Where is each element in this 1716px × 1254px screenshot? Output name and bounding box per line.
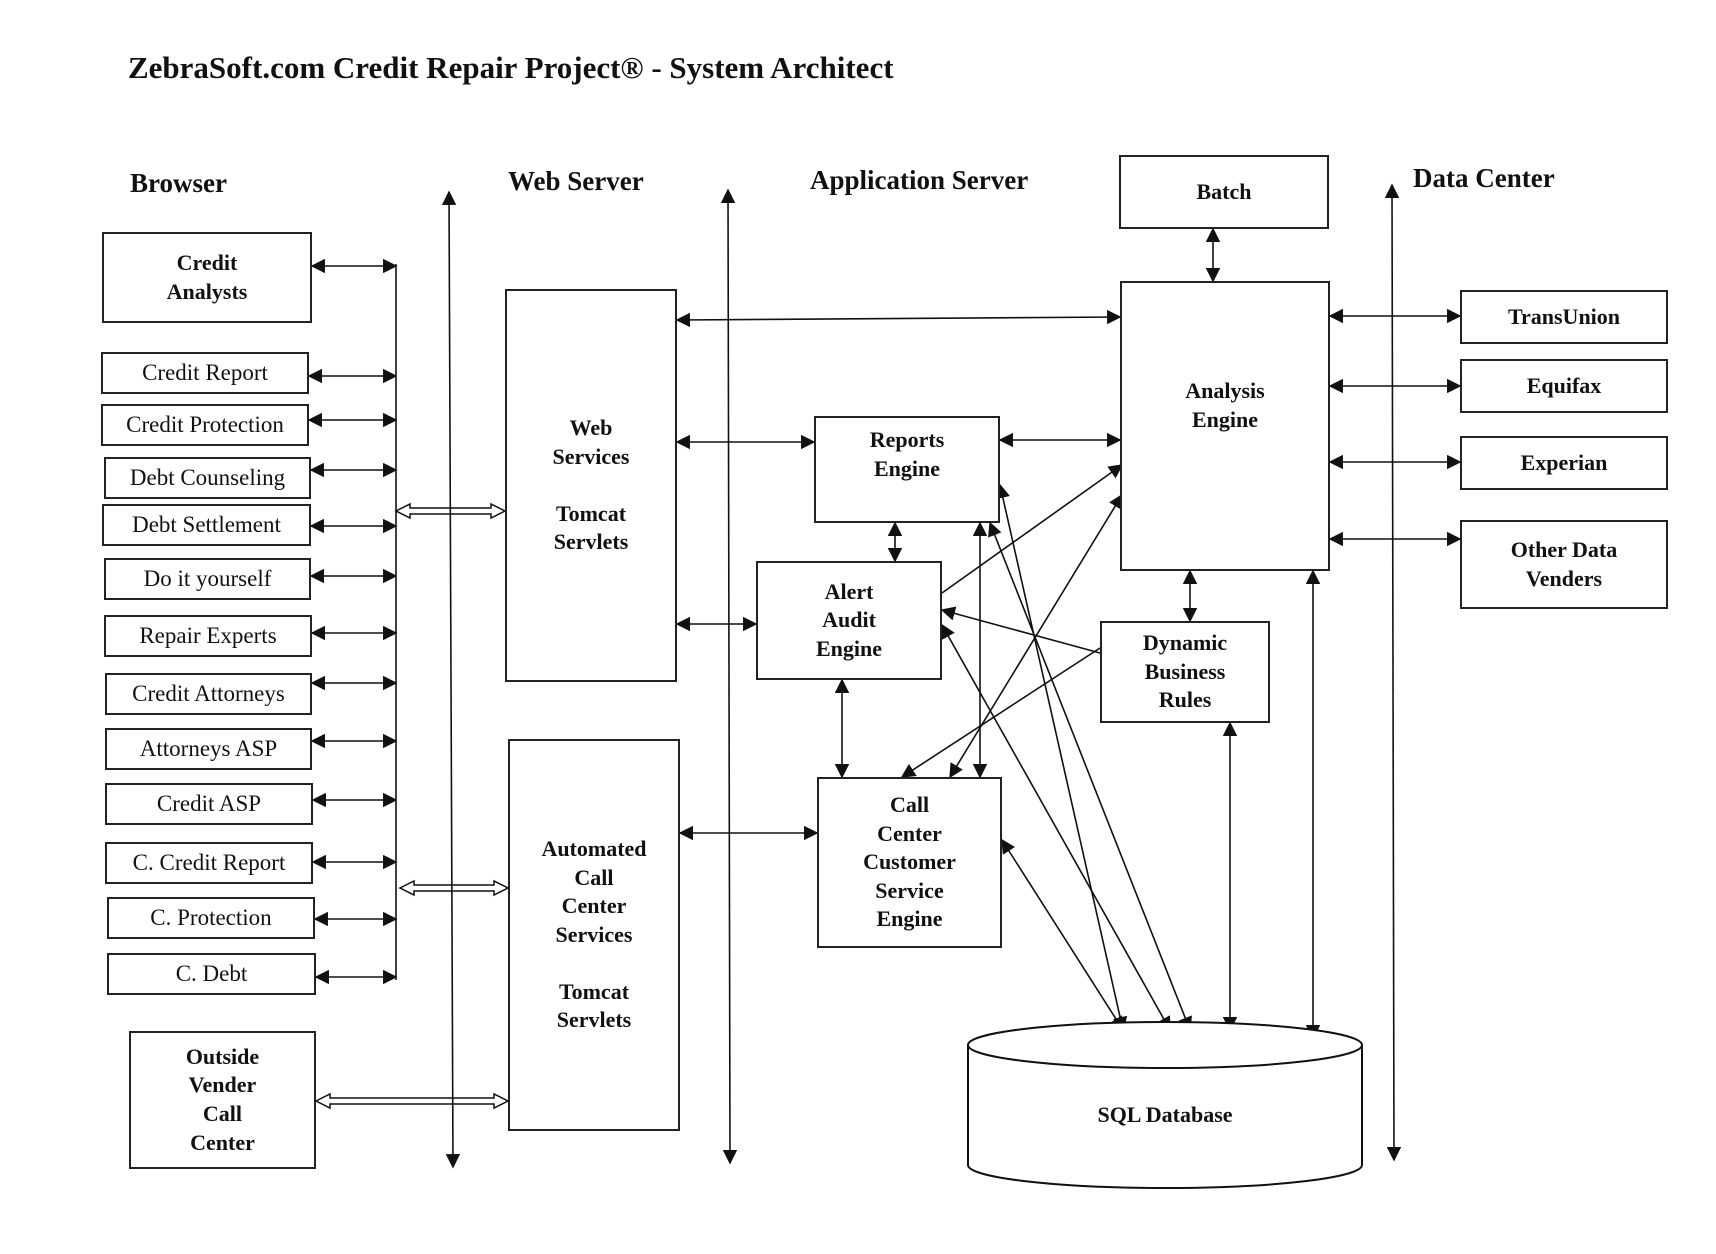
reports-engine-box: Reports Engine [814,416,1000,523]
reports-to-database [995,483,1128,1032]
browser-item-credit-attorneys: Credit Attorneys [105,673,312,715]
browser-item-do-it-yourself: Do it yourself [104,558,311,600]
browser-item-c-debt: C. Debt [107,953,316,995]
bus-to-call-services-arrow [398,879,510,897]
browser-item-credit-protection: Credit Protection [101,404,309,446]
vender-to-call-services-arrow [314,1092,510,1110]
column-heading-data-center: Data Center [1413,163,1555,193]
web-to-analysis [675,309,1122,328]
page-title: ZebraSoft.com Credit Repair Project® - S… [128,50,894,85]
browser-item-c-protection: C. Protection [107,897,315,939]
web-services-box: Web Services Tomcat Servlets [505,289,677,682]
credit-analysts-box: Credit Analysts [102,232,312,323]
tier-line-browser-web [441,190,461,1169]
browser-item-debt-settlement: Debt Settlement [102,504,311,546]
browser-item-repair-experts: Repair Experts [104,615,312,657]
call-center-engine-box: Call Center Customer Service Engine [817,777,1002,948]
tier-line-app-data [1384,183,1402,1162]
column-heading-web-server: Web Server [508,166,644,196]
browser-item-credit-report: Credit Report [101,352,309,394]
data-center-transunion: TransUnion [1460,290,1668,344]
browser-item-debt-counseling: Debt Counseling [104,457,311,499]
sql-database-cylinder-body [967,1045,1363,1189]
data-center-experian: Experian [1460,436,1668,490]
dynamic-business-rules-box: Dynamic Business Rules [1100,621,1270,723]
column-heading-browser: Browser [130,168,227,198]
sql-database-cylinder-top [967,1021,1363,1069]
batch-box: Batch [1119,155,1329,229]
sql-database-label: SQL Database [1097,1102,1233,1127]
browser-item-c-credit-report: C. Credit Report [105,842,313,884]
outside-vender-call-center-box: Outside Vender Call Center [129,1031,316,1169]
alert-audit-engine-box: Alert Audit Engine [756,561,942,680]
data-center-equifax: Equifax [1460,359,1668,413]
column-heading-application-server: Application Server [810,165,1029,195]
rules-to-alert [940,606,1101,654]
browser-item-attorneys-asp: Attorneys ASP [105,728,312,770]
automated-call-center-box: Automated Call Center Services Tomcat Se… [508,739,680,1131]
data-center-other-data-venders: Other Data Venders [1460,520,1668,609]
reports2-to-database [988,521,1192,1032]
call-center-to-database [1001,838,1124,1032]
alert-to-database [941,623,1171,1032]
analysis-engine-box: Analysis Engine [1120,281,1330,571]
browser-item-credit-asp: Credit ASP [105,783,313,825]
tier-line-web-app [720,188,738,1165]
